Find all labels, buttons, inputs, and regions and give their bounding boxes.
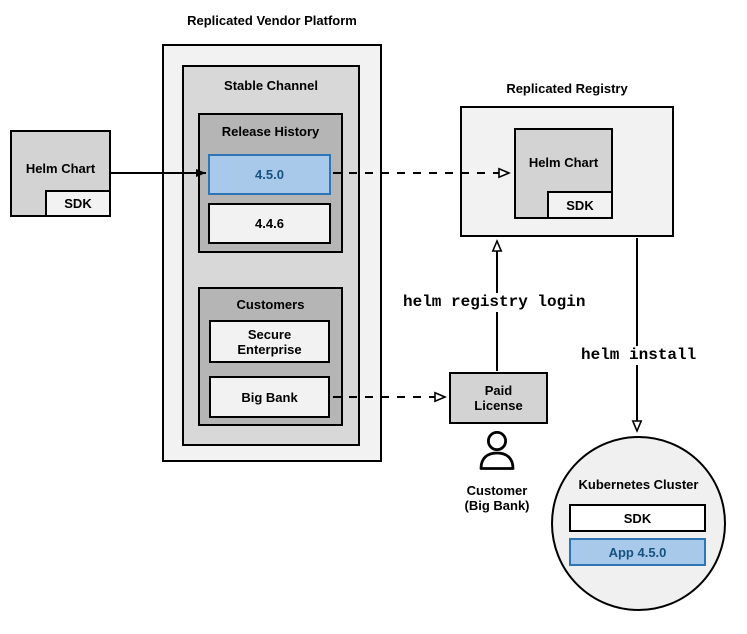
- customer-secure-enterprise-box: Secure Enterprise: [209, 320, 330, 363]
- stable-channel-label: Stable Channel: [224, 78, 318, 93]
- sdk-label: SDK: [623, 510, 652, 526]
- paid-license-box: Paid License: [449, 372, 548, 424]
- customer-name-label: Secure Enterprise: [237, 326, 302, 357]
- release-history-label: Release History: [221, 124, 320, 139]
- cluster-sdk-box: SDK: [569, 504, 706, 532]
- helm-chart-label: Helm Chart: [528, 155, 599, 170]
- release-version-label: 4.5.0: [255, 167, 284, 182]
- helm-install-label: helm install: [578, 346, 700, 365]
- cluster-app-box: App 4.5.0: [569, 538, 706, 566]
- release-version-box-446: 4.4.6: [208, 203, 331, 244]
- helm-registry-login-label: helm registry login: [400, 293, 589, 312]
- release-version-box-450: 4.5.0: [208, 154, 331, 195]
- customer-big-bank-box: Big Bank: [209, 376, 330, 418]
- registry-title: Replicated Registry: [506, 81, 628, 96]
- release-version-label: 4.4.6: [255, 216, 284, 231]
- helm-chart-label: Helm Chart: [25, 161, 96, 176]
- sdk-label: SDK: [566, 197, 594, 213]
- person-icon: [479, 430, 515, 470]
- sdk-badge-source: SDK: [45, 190, 111, 217]
- customers-label: Customers: [236, 297, 305, 312]
- cluster-app-label: App 4.5.0: [608, 544, 667, 560]
- customer-person-label: Customer (Big Bank): [464, 483, 530, 513]
- sdk-badge-registry: SDK: [547, 191, 613, 219]
- sdk-label: SDK: [64, 196, 92, 211]
- paid-license-label: Paid License: [474, 383, 523, 413]
- kubernetes-cluster-label: Kubernetes Cluster: [578, 477, 699, 492]
- platform-title: Replicated Vendor Platform: [187, 13, 357, 28]
- customer-name-label: Big Bank: [241, 389, 298, 405]
